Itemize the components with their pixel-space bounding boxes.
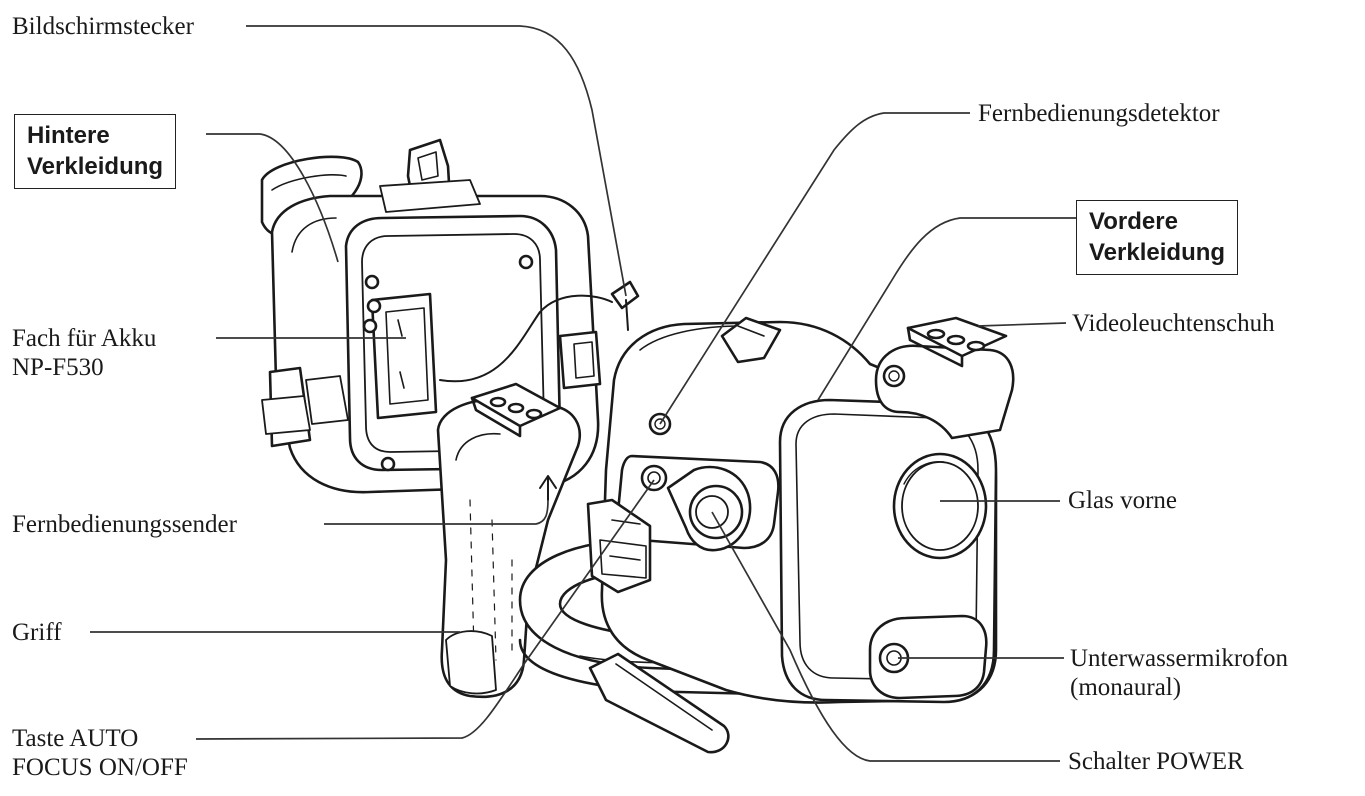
label-fach-line1: Fach für Akku (12, 325, 157, 352)
box-vordere-line2: Verkleidung (1089, 239, 1226, 266)
leader-taste (195, 479, 655, 740)
label-griff: Griff (12, 618, 62, 647)
label-griff-text: Griff (12, 619, 62, 646)
label-mikro-line2: (monaural) (1070, 674, 1182, 701)
label-schalter-power: Schalter POWER (1068, 747, 1244, 776)
label-unterwassermikrofon: Unterwassermikrofon (monaural) (1070, 644, 1288, 702)
label-taste-auto-focus: Taste AUTO FOCUS ON/OFF (12, 724, 188, 782)
label-schalter-power-text: Schalter POWER (1068, 748, 1244, 775)
label-fernbedienungsdetektor-text: Fernbedienungsdetektor (978, 100, 1220, 127)
leader-lines (90, 25, 1078, 762)
label-glas-vorne-text: Glas vorne (1068, 487, 1177, 514)
leader-schalter-power (711, 511, 1060, 762)
grip (436, 382, 581, 699)
label-videoleuchtenschuh: Videoleuchtenschuh (1072, 309, 1275, 338)
label-fach-line2: NP-F530 (12, 354, 104, 381)
leader-fernbedienungssender (324, 499, 549, 525)
label-taste-line1: Taste AUTO (12, 725, 139, 752)
leader-videoleuchtenschuh (977, 322, 1067, 327)
label-bildschirmstecker: Bildschirmstecker (12, 12, 194, 41)
label-fach-akku: Fach für Akku NP-F530 (12, 324, 156, 382)
box-hintere-verkleidung: Hintere Verkleidung (14, 114, 177, 189)
box-vordere-verkleidung: Vordere Verkleidung (1076, 200, 1239, 275)
leader-vordere-verkleidung (817, 217, 1078, 401)
label-taste-line2: FOCUS ON/OFF (12, 754, 188, 781)
label-fernbedienungssender-text: Fernbedienungssender (12, 511, 237, 538)
label-glas-vorne: Glas vorne (1068, 486, 1177, 515)
leader-bildschirmstecker (246, 25, 627, 297)
box-hintere-line1: Hintere (27, 122, 110, 149)
front-housing (586, 316, 1015, 704)
box-hintere-line2: Verkleidung (27, 153, 164, 180)
label-fernbedienungssender: Fernbedienungssender (12, 510, 237, 539)
box-vordere-line1: Vordere (1089, 208, 1178, 235)
label-mikro-line1: Unterwassermikrofon (1070, 645, 1288, 672)
label-fernbedienungsdetektor: Fernbedienungsdetektor (978, 99, 1220, 128)
label-bildschirmstecker-text: Bildschirmstecker (12, 13, 194, 40)
leader-hintere-verkleidung (206, 133, 339, 263)
leader-fernbedienungsdetektor (659, 112, 970, 425)
label-videoleuchtenschuh-text: Videoleuchtenschuh (1072, 310, 1275, 337)
